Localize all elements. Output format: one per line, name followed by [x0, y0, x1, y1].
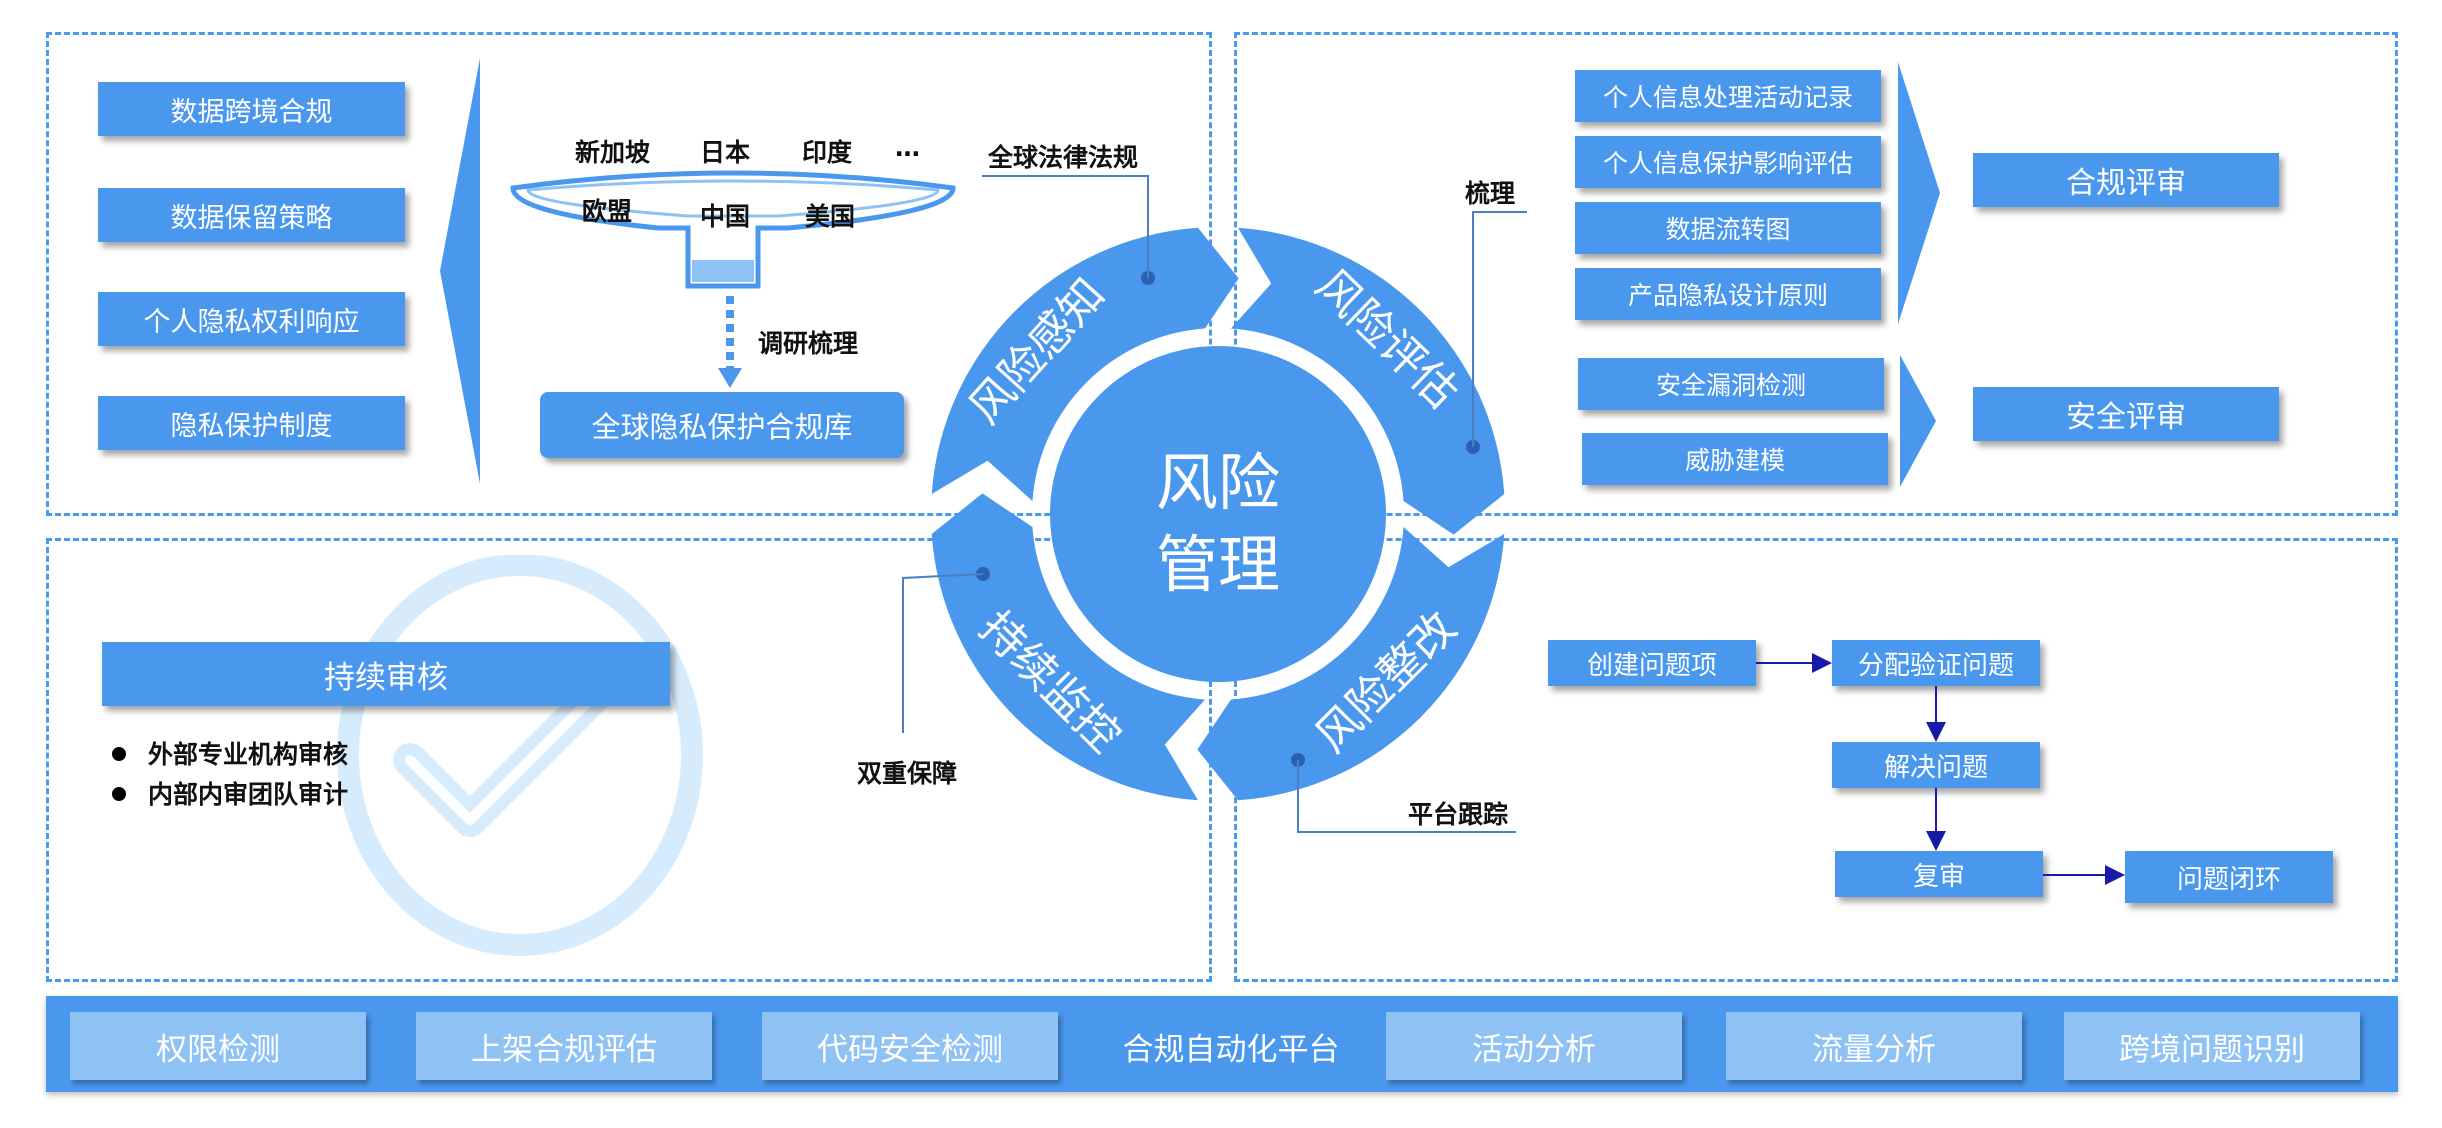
country-bottom-2: 美国: [805, 202, 856, 231]
audit-item-0: 外部专业机构审核: [112, 735, 348, 771]
bar-item-code-security: 代码安全检测: [762, 1012, 1058, 1080]
library-box: 全球隐私保护合规库: [540, 392, 904, 458]
country-bottom-1: 中国: [700, 202, 751, 231]
compliance-item-3: 产品隐私设计原则: [1575, 268, 1881, 320]
country-top-1: 日本: [700, 138, 751, 167]
bar-item-permission: 权限检测: [70, 1012, 366, 1080]
segment-continuous-monitoring: [931, 493, 1206, 801]
segment-risk-perception: [931, 227, 1239, 502]
bar-item-crossborder: 跨境问题识别: [2064, 1012, 2360, 1080]
center-title-line2: 管理: [1156, 528, 1280, 601]
left-item-1: 数据保留策略: [98, 188, 405, 242]
research-label: 调研梳理: [758, 329, 859, 358]
audit-item-1-text: 内部内审团队审计: [148, 780, 349, 809]
callout-platform-track: 平台跟踪: [1408, 800, 1509, 829]
flow-step-assign: 分配验证问题: [1832, 640, 2040, 686]
audit-item-0-text: 外部专业机构审核: [148, 740, 349, 769]
funnel-icon: [510, 170, 956, 289]
compliance-item-0: 个人信息处理活动记录: [1575, 70, 1881, 122]
callout-double-guard: 双重保障: [857, 759, 958, 788]
callout-dot-1: [1466, 440, 1480, 454]
bar-center-platform: 合规自动化平台: [1122, 1031, 1340, 1068]
bar-item-traffic: 流量分析: [1726, 1012, 2022, 1080]
platform-bar: 权限检测 上架合规评估 代码安全检测 合规自动化平台 活动分析 流量分析 跨境问…: [46, 996, 2398, 1092]
country-top-3: …: [895, 133, 920, 162]
compliance-item-2: 数据流转图: [1575, 202, 1881, 254]
flow-step-create: 创建问题项: [1548, 640, 1756, 686]
audit-title-box: 持续审核: [102, 642, 670, 706]
flow-step-resolve: 解决问题: [1832, 742, 2040, 788]
callout-dot-2: [1291, 753, 1305, 767]
audit-item-1: 内部内审团队审计: [112, 775, 348, 811]
compliance-arrow-icon: [1898, 62, 1940, 324]
country-bottom-0: 欧盟: [582, 197, 633, 226]
left-item-0: 数据跨境合规: [98, 82, 405, 136]
compliance-item-1: 个人信息保护影响评估: [1575, 136, 1881, 188]
quadrant-top-right: [1234, 32, 2398, 516]
left-arrow-triangle-icon: [440, 58, 480, 484]
callout-global-law: 全球法律法规: [988, 143, 1139, 172]
checkmark-watermark-icon: [337, 555, 703, 956]
bar-item-listing: 上架合规评估: [416, 1012, 712, 1080]
security-item-0: 安全漏洞检测: [1578, 358, 1884, 410]
flow-step-review: 复审: [1835, 851, 2043, 897]
callout-organize: 梳理: [1465, 179, 1516, 208]
segment-risk-remediation: [1197, 526, 1505, 801]
callout-dot-3: [976, 567, 990, 581]
dotted-down-arrow-icon: [718, 296, 742, 388]
security-item-1: 威胁建模: [1582, 433, 1888, 485]
security-review-box: 安全评审: [1973, 387, 2279, 441]
country-top-0: 新加坡: [575, 138, 651, 167]
center-circle: [1050, 346, 1386, 682]
country-top-2: 印度: [802, 138, 853, 167]
left-item-2: 个人隐私权利响应: [98, 292, 405, 346]
security-arrow-icon: [1900, 355, 1936, 487]
bar-item-activity: 活动分析: [1386, 1012, 1682, 1080]
callout-dot-0: [1141, 271, 1155, 285]
compliance-review-box: 合规评审: [1973, 153, 2279, 207]
left-item-3: 隐私保护制度: [98, 396, 405, 450]
flow-step-close: 问题闭环: [2125, 851, 2333, 903]
risk-management-wheel: 风险管理风险感知风险评估风险整改持续监控: [931, 227, 1505, 801]
segment-risk-assessment: [1230, 227, 1505, 535]
center-title-line1: 风险: [1156, 446, 1280, 519]
